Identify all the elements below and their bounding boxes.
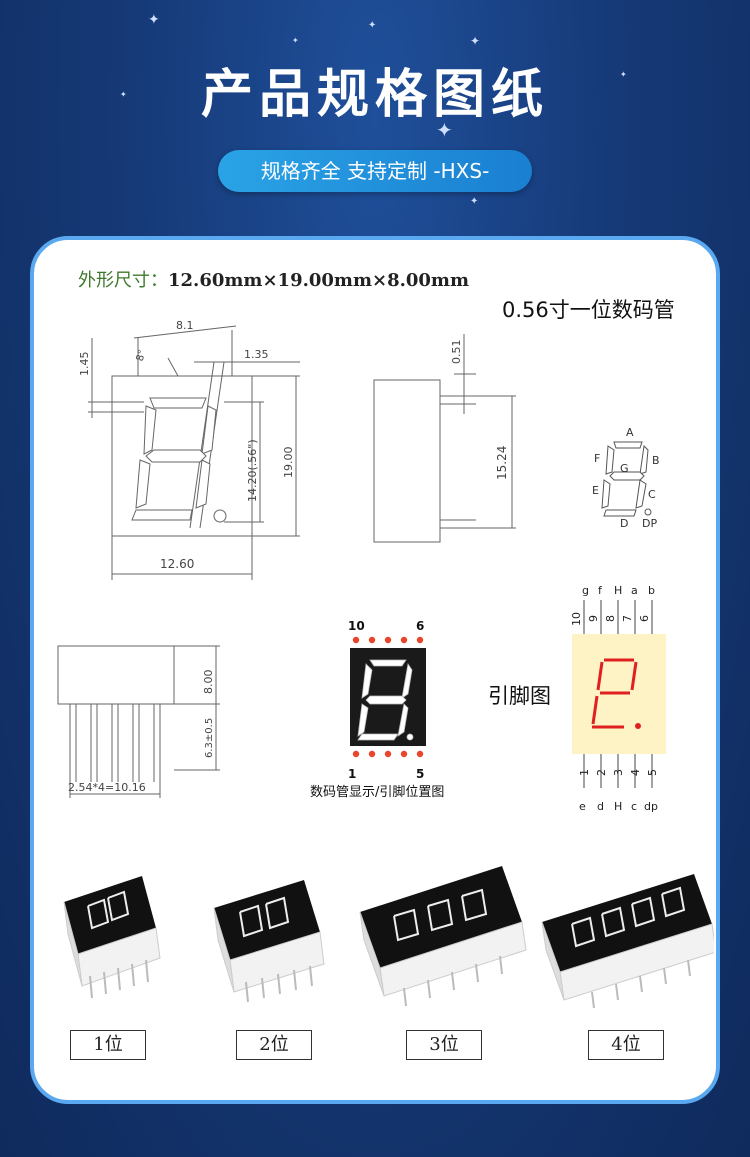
pinout-diagram: g f H a b 10 9 8 7 6 1 2 3: [570, 584, 666, 813]
pinout-top-letter-com: H: [614, 584, 622, 597]
side-view-drawing: 0.51 15.24: [373, 334, 516, 543]
pinout-bottom-letter-d: d: [597, 800, 604, 813]
outer-dimensions: 外形尺寸：12.60mm×19.00mm×8.00mm: [78, 266, 469, 292]
page-title: 产品规格图纸: [200, 65, 549, 125]
pinout-bottom-letter-c: c: [631, 800, 637, 813]
segment-label-f: F: [594, 452, 600, 465]
front-dim-digit: 14.20(.56"): [246, 439, 259, 502]
variant-label-4: 4位: [588, 1030, 664, 1060]
pin-display-diagram: 10 6 1 5: [348, 619, 426, 781]
pin-label-5: 5: [416, 767, 424, 781]
bottom-dim-pin-length: 6.3±0.5: [204, 718, 215, 758]
pinout-bottom-letter-com: H: [614, 800, 622, 813]
front-view-drawing: 8.1 8° 1.45 1.35 14.20(.56") 19.00 12.60: [78, 319, 300, 580]
pinout-bottom-number-2: 2: [595, 769, 608, 776]
bottom-view-drawing: 8.00 6.3±0.5 2.54*4=10.16: [57, 645, 220, 798]
pin-label-1: 1: [348, 767, 356, 781]
spec-card: 外形尺寸：12.60mm×19.00mm×8.00mm 0.56寸一位数码管: [30, 236, 720, 1104]
segment-label-e: E: [592, 484, 599, 497]
variant-label-1: 1位: [70, 1030, 146, 1060]
pinout-bottom-letter-dp: dp: [644, 800, 658, 813]
front-dim-top: 8.1: [176, 319, 194, 332]
pin-label-6: 6: [416, 619, 424, 633]
pinout-bottom-number-5: 5: [646, 769, 659, 776]
pinout-top-letter-g: g: [582, 584, 589, 597]
pinout-top-number-10: 10: [570, 612, 583, 626]
variant-label-3: 3位: [406, 1030, 482, 1060]
pin-label-10: 10: [348, 619, 365, 633]
pin-display-caption: 数码管显示/引脚位置图: [310, 785, 445, 800]
pinout-top-letter-b: b: [648, 584, 655, 597]
subtitle-badge: 规格齐全 支持定制 -HXS-: [218, 150, 532, 192]
pinout-bottom-number-1: 1: [578, 769, 591, 776]
pinout-bottom-letter-e: e: [579, 800, 586, 813]
pinout-top-number-8: 8: [604, 615, 617, 622]
pinout-top-letter-a: a: [631, 584, 638, 597]
segment-map: A B C D DP E F G: [592, 426, 660, 530]
segment-label-d: D: [620, 517, 628, 530]
side-dim-pin: 15.24: [495, 446, 509, 480]
segment-label-c: C: [648, 488, 656, 501]
pinout-label: 引脚图: [488, 684, 551, 708]
front-dim-angle: 8°: [135, 349, 149, 363]
front-dim-width: 12.60: [160, 557, 194, 571]
variant-1-digit-image: [63, 876, 161, 999]
outer-dims-value: 12.60mm×19.00mm×8.00mm: [168, 270, 470, 291]
variant-label-2: 2位: [236, 1030, 312, 1060]
pinout-top-number-9: 9: [587, 615, 600, 622]
segment-label-dp: DP: [642, 517, 657, 530]
side-dim-top: 0.51: [450, 340, 463, 365]
pinout-bottom-number-3: 3: [612, 769, 625, 776]
pinout-top-number-7: 7: [621, 615, 634, 622]
model-name: 0.56寸一位数码管: [502, 298, 675, 322]
bottom-dim-height: 8.00: [202, 670, 215, 695]
pinout-top-letter-f: f: [598, 584, 603, 597]
bottom-dim-pitch: 2.54*4=10.16: [68, 781, 146, 794]
variant-3-digit-image: [359, 866, 527, 1007]
variant-4-digit-image: [541, 874, 714, 1009]
outer-dims-label: 外形尺寸：: [78, 270, 168, 291]
segment-label-a: A: [626, 426, 634, 439]
pinout-bottom-number-4: 4: [629, 769, 642, 776]
front-dim-left: 1.45: [78, 352, 91, 377]
segment-label-b: B: [652, 454, 660, 467]
front-dim-pin: 1.35: [244, 348, 269, 361]
segment-label-g: G: [620, 462, 629, 475]
pinout-top-number-6: 6: [638, 615, 651, 622]
front-dim-height: 19.00: [282, 447, 295, 479]
variant-illustrations: [63, 866, 714, 1009]
variant-2-digit-image: [213, 880, 325, 1003]
